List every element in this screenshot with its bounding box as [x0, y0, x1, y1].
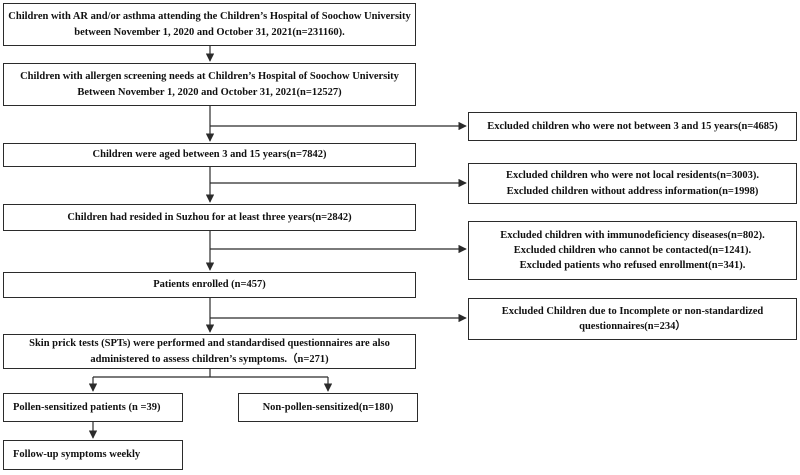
box-text: Patients enrolled (n=457) [153, 279, 266, 291]
box-text: Excluded children without address inform… [506, 185, 759, 197]
box-text: Excluded children who were not between 3… [487, 120, 778, 132]
box-text: Pollen-sensitized patients (n =39) [13, 401, 161, 413]
box-text: Children with AR and/or asthma attending… [8, 11, 411, 23]
non-pollen-sensitized-box: Non-pollen-sensitized(n=180) [238, 393, 418, 422]
box-text: Excluded children who were not local res… [505, 170, 760, 182]
box-text: Non-pollen-sensitized(n=180) [262, 401, 394, 413]
box-text: Follow-up symptoms weekly [13, 449, 141, 461]
box-text: Children were aged between 3 and 15 year… [92, 149, 327, 161]
age-eligible-box: Children were aged between 3 and 15 year… [3, 143, 416, 167]
enrolled-box: Patients enrolled (n=457) [3, 272, 416, 298]
box-text: Excluded children with immunodeficiency … [500, 229, 765, 241]
source-population-box: Children with AR and/or asthma attending… [3, 3, 416, 46]
box-text: Excluded Children due to Incomplete or n… [501, 305, 764, 317]
excluded-questionnaires-box: Excluded Children due to Incomplete or n… [468, 298, 797, 340]
box-text: Between November 1, 2020 and October 31,… [77, 86, 342, 98]
excluded-enrollment-box: Excluded children with immunodeficiency … [468, 221, 797, 280]
resident-suzhou-box: Children had resided in Suzhou for at le… [3, 204, 416, 231]
pollen-sensitized-box: Pollen-sensitized patients (n =39) [3, 393, 183, 422]
spt-performed-box: Skin prick tests (SPTs) were performed a… [3, 334, 416, 369]
box-text: Children with allergen screening needs a… [20, 71, 399, 83]
excluded-residence-box: Excluded children who were not local res… [468, 163, 797, 204]
box-text: administered to assess children’s sympto… [90, 353, 329, 365]
box-text: Excluded children who cannot be contacte… [513, 244, 752, 256]
box-text: questionnaires(n=234） [579, 321, 686, 332]
follow-up-box: Follow-up symptoms weekly [3, 440, 183, 470]
box-text: Children had resided in Suzhou for at le… [67, 211, 352, 223]
box-text: between November 1, 2020 and October 31,… [74, 26, 345, 38]
box-text: Excluded patients who refused enrollment… [519, 260, 746, 272]
box-text: Skin prick tests (SPTs) were performed a… [29, 338, 390, 350]
excluded-age-box: Excluded children who were not between 3… [468, 112, 797, 141]
allergen-screening-box: Children with allergen screening needs a… [3, 63, 416, 106]
